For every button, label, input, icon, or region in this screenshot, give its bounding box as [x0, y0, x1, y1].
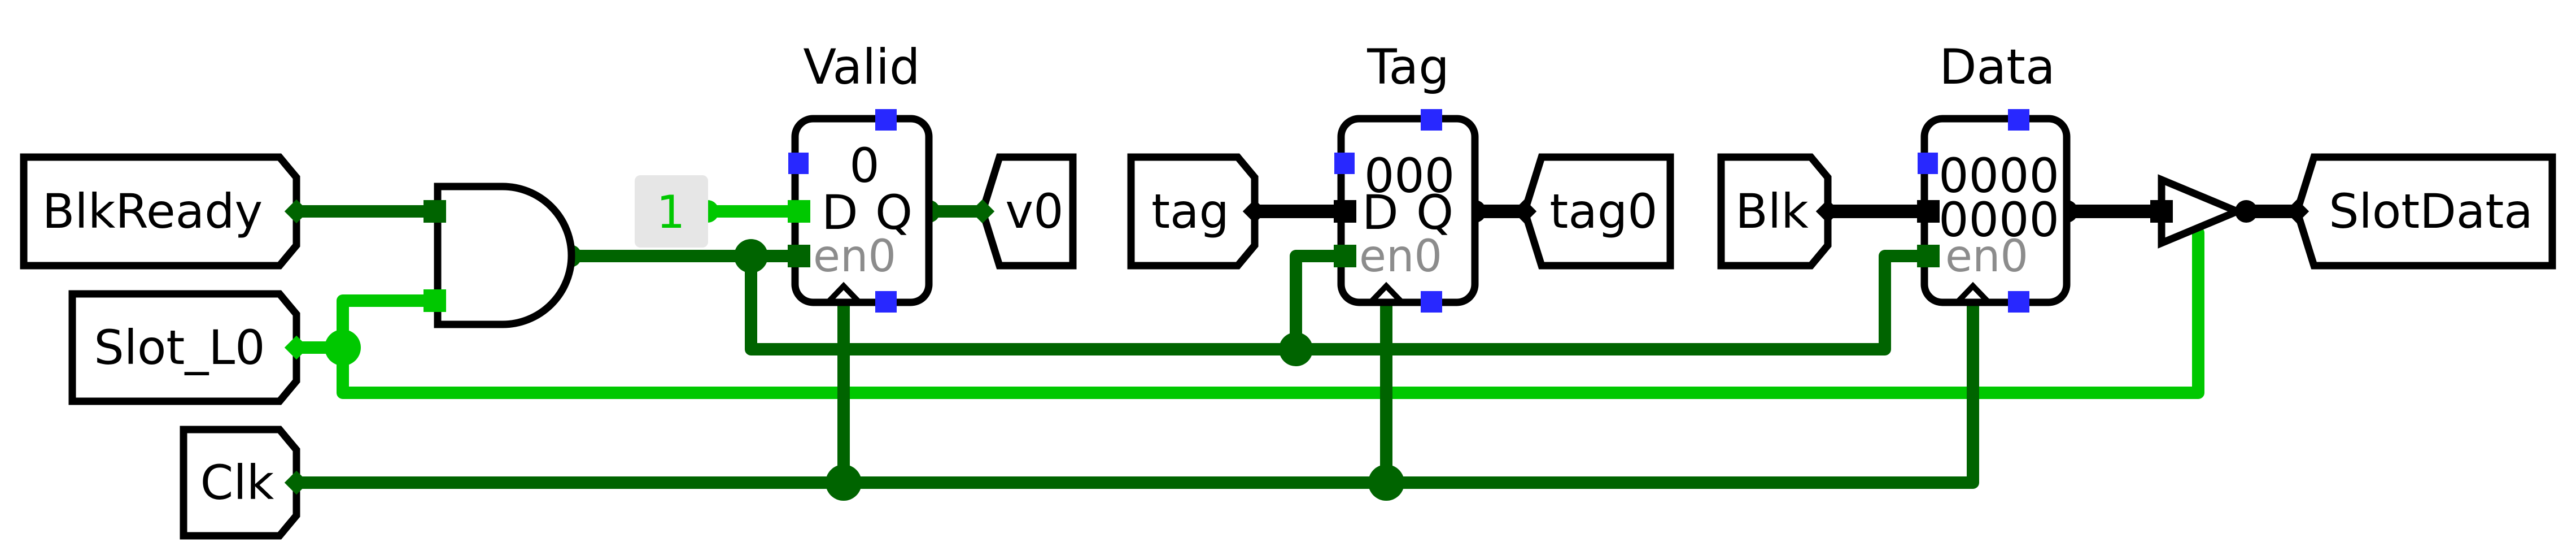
- register-d-label-tag: D: [1362, 185, 1399, 240]
- register-title-valid: Valid: [803, 39, 920, 96]
- wire-enable-bus: [745, 250, 1931, 355]
- port-d-tag: [1334, 200, 1356, 223]
- port-marker-data-top: [2008, 109, 2029, 131]
- clock-triangle-data: [1957, 281, 1989, 303]
- port-en-tag: [1334, 245, 1356, 267]
- pin-label-slot-l0: Slot_L0: [94, 320, 265, 375]
- and-gate[interactable]: [423, 183, 575, 328]
- pin-label-tag: tag: [1151, 184, 1229, 239]
- input-pin-blk[interactable]: Blk: [1717, 153, 1840, 270]
- pin-label-tag0: tag0: [1549, 184, 1657, 239]
- register-q-label-tag: Q: [1416, 185, 1453, 240]
- register-data[interactable]: Data 0000 0000 en0: [1917, 39, 2071, 313]
- output-pin-slotdata[interactable]: SlotData: [2285, 153, 2556, 270]
- junction-enable-split: [734, 239, 768, 273]
- junction-clk-tag: [1368, 465, 1404, 501]
- wire-tag-enable: [1290, 250, 1347, 355]
- wires: [290, 205, 2304, 489]
- wire-slot-enable: [337, 227, 2204, 399]
- port-marker-tag-top: [1421, 109, 1442, 131]
- output-pin-v0[interactable]: v0: [970, 153, 1077, 270]
- input-pin-tag[interactable]: tag: [1127, 153, 1267, 270]
- junction-clk-valid: [826, 465, 862, 501]
- pin-label-clk: Clk: [200, 455, 274, 510]
- port-d-data: [1917, 200, 1940, 223]
- register-d-label-valid: D: [822, 185, 858, 240]
- and-input-2-port: [423, 289, 446, 312]
- port-en-data: [1917, 245, 1940, 267]
- port-marker-valid-bottom: [875, 291, 897, 313]
- register-q-label-valid: Q: [875, 185, 912, 240]
- constant-value: 1: [657, 186, 686, 239]
- wire-slot-l0: [290, 294, 444, 354]
- pin-label-blk: Blk: [1735, 184, 1809, 239]
- clock-triangle-tag: [1370, 281, 1403, 303]
- pin-label-v0: v0: [1005, 184, 1063, 239]
- register-value-tag: 000: [1364, 148, 1455, 203]
- register-title-data: Data: [1939, 39, 2055, 96]
- port-marker-valid-top: [875, 109, 897, 131]
- register-valid[interactable]: Valid 0 D Q en0: [788, 39, 933, 313]
- input-pin-clk[interactable]: Clk: [180, 426, 309, 540]
- register-value-valid: 0: [849, 138, 879, 193]
- pin-label-slotdata: SlotData: [2329, 184, 2533, 239]
- input-pin-blkready[interactable]: BlkReady: [20, 153, 309, 270]
- input-pin-slot-l0[interactable]: Slot_L0: [68, 290, 309, 405]
- junction-tag-enable: [1279, 332, 1313, 366]
- and-input-1-port: [423, 200, 446, 223]
- constant-one[interactable]: 1: [635, 175, 708, 248]
- register-en-label-tag: en0: [1359, 231, 1442, 282]
- pin-label-blkready: BlkReady: [42, 184, 263, 239]
- output-pin-tag0[interactable]: tag0: [1512, 153, 1674, 270]
- register-value-data-line1: 0000: [1938, 148, 2059, 203]
- register-en-label-valid: en0: [813, 231, 896, 282]
- port-marker-tag-bottom: [1421, 291, 1442, 313]
- tri-state-buffer[interactable]: [2150, 174, 2247, 249]
- clock-triangle-valid: [827, 281, 860, 303]
- register-tag[interactable]: Tag 000 D Q en0: [1334, 39, 1479, 313]
- port-marker-valid-left: [788, 153, 809, 174]
- port-marker-tag-left: [1334, 153, 1355, 174]
- port-marker-data-bottom: [2008, 291, 2029, 313]
- register-value-data-line2: 0000: [1938, 192, 2059, 248]
- buffer-input-port: [2150, 200, 2173, 223]
- port-en-valid: [788, 245, 810, 267]
- register-en-label-data: en0: [1945, 231, 2028, 282]
- junction-slot: [325, 329, 361, 366]
- port-marker-data-left: [1918, 153, 1938, 174]
- register-title-tag: Tag: [1366, 39, 1449, 96]
- port-d-valid: [788, 200, 810, 223]
